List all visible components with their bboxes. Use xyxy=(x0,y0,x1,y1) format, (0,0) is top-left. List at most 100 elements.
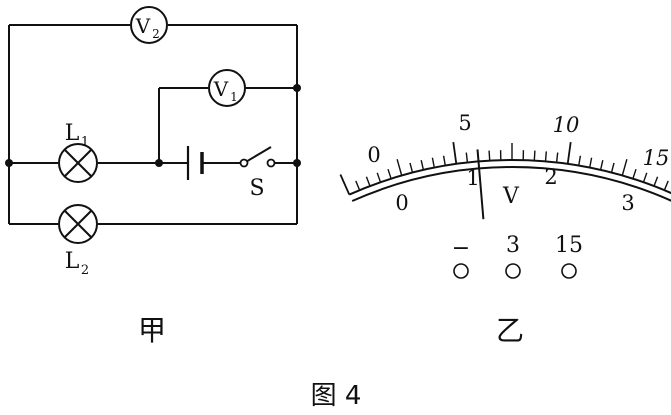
dial-tick xyxy=(555,152,559,163)
dial-tick xyxy=(420,160,425,171)
lamp-l2 xyxy=(58,204,98,244)
dial-tick xyxy=(621,159,628,176)
dial-needle xyxy=(476,149,485,220)
voltmeter-v1-circle xyxy=(208,69,246,107)
lamp-l2-cross-b xyxy=(64,210,92,238)
svg-text:2: 2 xyxy=(152,27,160,41)
lamp-l1-cross-b xyxy=(64,149,92,177)
svg-text:0: 0 xyxy=(367,143,380,167)
upper-scale-0: 0 xyxy=(367,143,380,167)
svg-text:1: 1 xyxy=(466,166,479,190)
lamp-l1-subscript: 1 xyxy=(81,135,89,150)
dial-tick xyxy=(610,162,615,173)
voltmeter-v2: V 2 xyxy=(130,6,168,44)
dial-tick xyxy=(365,176,371,187)
voltmeter-v2-circle xyxy=(130,6,168,44)
dial-tick xyxy=(387,168,392,179)
svg-text:图 4: 图 4 xyxy=(311,381,362,411)
dial-tick xyxy=(544,151,547,162)
dial-tick xyxy=(409,162,414,173)
svg-text:15: 15 xyxy=(555,233,583,258)
dial-tick xyxy=(566,141,572,165)
svg-text:V: V xyxy=(135,14,151,38)
lamp-l2-subscript: 2 xyxy=(81,263,89,278)
switch-contact xyxy=(266,158,276,168)
dial-tick xyxy=(452,141,458,165)
lower-scale-0: 0 xyxy=(395,191,408,215)
junction-dots xyxy=(5,84,301,167)
dial-tick xyxy=(578,155,582,166)
upper-scale-5: 5 xyxy=(458,111,471,135)
terminal-15[interactable] xyxy=(561,263,577,279)
dial-ticks xyxy=(339,141,669,195)
dial-tick xyxy=(442,155,446,166)
lamp-l2-label: L xyxy=(65,249,80,274)
voltmeter-v2-label: V xyxy=(135,14,151,38)
dial-tick xyxy=(663,180,669,191)
meter-caption: 乙 xyxy=(496,314,524,347)
svg-text:乙: 乙 xyxy=(496,314,524,347)
svg-text:L: L xyxy=(65,249,80,274)
upper-scale-15: 15 xyxy=(643,146,670,170)
svg-text:1: 1 xyxy=(230,90,238,104)
svg-text:V: V xyxy=(213,77,229,101)
figure-caption: 图 4 xyxy=(311,381,362,411)
junction-dot xyxy=(155,159,163,167)
dial-arc-outer xyxy=(348,159,671,196)
dial-tick xyxy=(431,157,435,168)
svg-text:3: 3 xyxy=(506,233,520,258)
switch-label: S xyxy=(249,176,264,201)
svg-text:15: 15 xyxy=(643,146,670,170)
svg-text:S: S xyxy=(249,176,264,201)
svg-text:3: 3 xyxy=(621,191,634,215)
dial-tick xyxy=(355,180,361,191)
dial-tick xyxy=(632,168,637,179)
svg-text:−: − xyxy=(452,236,470,261)
lower-scale-2: 2 xyxy=(544,165,557,189)
svg-text:0: 0 xyxy=(395,191,408,215)
dial-tick xyxy=(533,150,536,161)
voltmeter-dial xyxy=(339,141,671,220)
svg-text:1: 1 xyxy=(81,135,89,150)
voltmeter-v2-subscript: 2 xyxy=(152,27,160,41)
terminal-15-label: 15 xyxy=(555,233,583,258)
junction-dot xyxy=(5,159,13,167)
svg-text:甲: 甲 xyxy=(138,314,166,347)
switch-blade xyxy=(243,146,272,164)
dial-tick xyxy=(488,150,491,161)
lower-scale-1: 1 xyxy=(466,166,479,190)
dial-tick xyxy=(589,157,593,168)
dial-tick xyxy=(376,172,382,183)
svg-text:2: 2 xyxy=(81,263,89,278)
upper-scale-10: 10 xyxy=(553,113,580,137)
terminal-negative[interactable] xyxy=(453,263,469,279)
meter-unit-label: V xyxy=(502,184,520,209)
dial-tick xyxy=(642,172,648,183)
lower-scale-3: 3 xyxy=(621,191,634,215)
switch-pivot xyxy=(239,158,249,168)
circuit-caption: 甲 xyxy=(138,314,166,347)
dial-tick xyxy=(339,174,351,195)
junction-dot xyxy=(293,159,301,167)
voltmeter-v1-label: V xyxy=(213,77,229,101)
dial-tick xyxy=(599,160,604,171)
terminal-3-label: 3 xyxy=(506,233,520,258)
dial-tick xyxy=(465,152,469,163)
voltmeter-v1-subscript: 1 xyxy=(230,90,238,104)
dial-tick xyxy=(396,159,403,176)
svg-text:V: V xyxy=(502,184,520,209)
circuit-diagram xyxy=(8,24,298,225)
voltmeter-v1: V 1 xyxy=(208,69,246,107)
terminal-negative-label: − xyxy=(452,236,470,261)
svg-text:5: 5 xyxy=(458,111,471,135)
dial-tick xyxy=(653,176,659,187)
lamp-l1 xyxy=(58,143,98,183)
junction-dot xyxy=(293,84,301,92)
lamp-l1-label: L xyxy=(65,121,80,146)
terminal-3[interactable] xyxy=(505,263,521,279)
svg-text:2: 2 xyxy=(544,165,557,189)
svg-text:L: L xyxy=(65,121,80,146)
svg-text:10: 10 xyxy=(553,113,580,137)
dial-arc-inner xyxy=(351,166,671,202)
